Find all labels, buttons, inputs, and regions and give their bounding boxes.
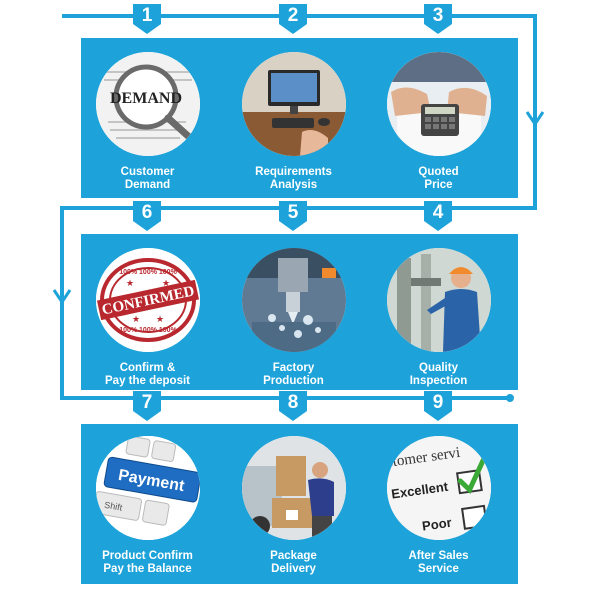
step-label-line-2: Price [424,179,453,191]
magnifier-document-image: DEMAND [95,52,200,156]
star-icon: ★ [132,314,140,324]
step-number-badge: 6 [131,201,163,231]
step-label-line-2: Service [418,563,459,575]
step-label-line-2: Pay the deposit [105,375,190,387]
step-number-badge: 8 [277,391,309,421]
poor-option: Poor [421,515,452,534]
step-number-badge: 9 [422,391,454,421]
computer-desk-image [241,52,346,156]
step-label-line-1: Requirements [255,166,332,178]
cnc-machine-image [241,248,346,352]
star-icon: ★ [162,278,170,288]
step-label-line-2: Inspection [409,375,468,387]
step-quoted-price: Quoted Price [366,52,511,192]
step-label-line-2: Analysis [269,179,318,191]
flow-end-dot [506,394,514,402]
confirmed-stamp-image: 100% 100% 100% 100% 100% 100% CONFIRMED … [95,248,200,352]
step-label-line-1: Confirm & [119,362,176,374]
package-delivery-image [241,436,346,540]
step-label-line-1: Quoted [418,166,459,178]
step-number-badge: 1 [131,4,163,34]
star-icon: ★ [156,314,164,324]
stamp-text-top: 100% 100% 100% [119,269,177,276]
step-label-line-1: Factory [272,362,315,374]
star-icon: ★ [126,278,134,288]
customer-service-survey-image: stomer servi Excellent Poor [386,436,491,540]
step-number-badge: 7 [131,391,163,421]
step-confirm-deposit: 100% 100% 100% 100% 100% 100% CONFIRMED … [75,248,220,388]
shift-key-text: Shift [103,500,123,513]
step-number-badge: 3 [422,4,454,34]
step-after-sales-service: stomer servi Excellent Poor After Sales … [366,436,511,576]
step-label-line-2: Pay the Balance [103,563,192,575]
flow-line-bottom [60,300,510,400]
payment-keyboard-image: Payment Shift [95,436,200,540]
calculator-image [386,52,491,156]
step-quality-inspection: Quality Inspection [366,248,511,388]
flow-line-top [62,14,537,120]
step-label-line-1: Package [270,550,317,562]
step-label-line-1: After Sales [408,550,469,562]
step-pay-balance: Payment Shift Product Confirm Pay the Ba… [75,436,220,576]
step-factory-production: Factory Production [221,248,366,388]
step-requirements-analysis: Requirements Analysis [221,52,366,192]
step-number-badge: 4 [422,201,454,231]
step-label-line-2: Demand [124,179,171,191]
step-label-line-1: Customer [120,166,175,178]
checkmark-icon [457,457,486,494]
step-package-delivery: Package Delivery [221,436,366,576]
step-label-line-2: Production [263,375,324,387]
poor-checkbox [460,504,488,530]
step-label-line-1: Product Confirm [102,550,193,562]
demand-word: DEMAND [110,90,182,107]
step-number-badge: 5 [277,201,309,231]
stamp-text-bottom: 100% 100% 100% [119,327,177,334]
step-number-badge: 2 [277,4,309,34]
step-customer-demand: DEMAND Customer Demand [75,52,220,192]
step-label-line-1: Quality [419,362,458,374]
step-label-line-2: Delivery [271,563,316,575]
quality-inspection-image [386,248,491,352]
